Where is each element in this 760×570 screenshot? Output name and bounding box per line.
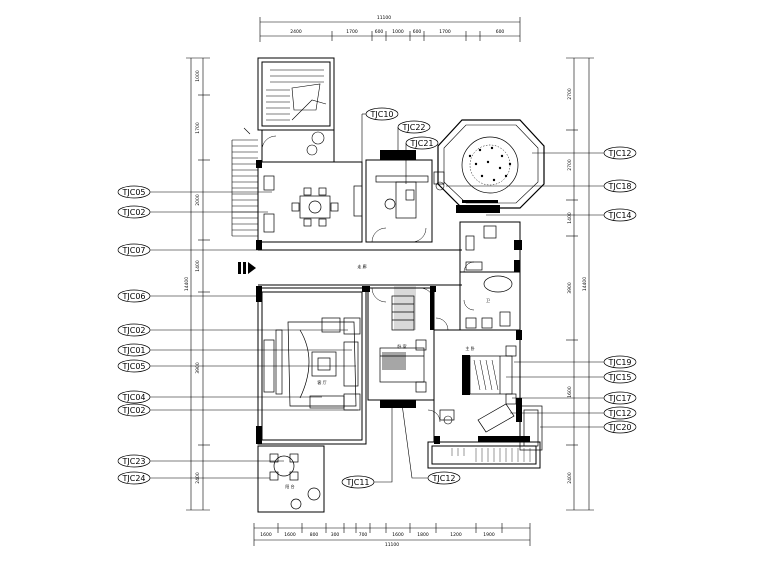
left-dimension-chain bbox=[186, 57, 210, 511]
room-label-bath: 卫 bbox=[486, 298, 490, 303]
right-dim: 2700 bbox=[567, 159, 573, 171]
balcony-rail-right bbox=[519, 405, 543, 451]
callout-tag: TJC20 bbox=[607, 423, 631, 432]
master-hatch bbox=[473, 359, 499, 391]
top-dim: 2400 bbox=[290, 29, 302, 35]
bottom-dim: 1200 bbox=[450, 532, 462, 538]
callout-tag: TJC04 bbox=[121, 393, 145, 402]
octagon-dots bbox=[468, 146, 512, 182]
top-dim: 1700 bbox=[346, 29, 358, 35]
callout-tag: TJC07 bbox=[121, 246, 145, 255]
left-dim: 1400 bbox=[195, 260, 201, 272]
room-label-living: 客 厅 bbox=[317, 379, 326, 385]
callout-tag: TJC02 bbox=[121, 406, 145, 415]
top-dimension-chain bbox=[259, 17, 521, 42]
right-dim: 1400 bbox=[567, 212, 573, 224]
callout-tag: TJC22 bbox=[401, 123, 425, 132]
bottom-dim: 800 bbox=[310, 532, 319, 538]
left-dim: 2000 bbox=[195, 194, 201, 206]
callout-tag: TJC24 bbox=[121, 474, 145, 483]
left-total-dim: 14400 bbox=[184, 277, 190, 291]
callout-tag: TJC18 bbox=[607, 182, 631, 191]
room-label-corridor: 走 廊 bbox=[357, 263, 366, 269]
left-dim: 3900 bbox=[195, 362, 201, 374]
right-total-dim: 14400 bbox=[582, 277, 588, 291]
left-dim: 1000 bbox=[195, 70, 201, 82]
bottom-dim: 1600 bbox=[260, 532, 272, 538]
top-total-dim: 11100 bbox=[377, 15, 391, 21]
callout-tag: TJC12 bbox=[607, 409, 631, 418]
callout-tag: TJC02 bbox=[121, 208, 145, 217]
right-dim: 1600 bbox=[567, 386, 573, 398]
dining-table bbox=[291, 187, 339, 227]
tower-stairs bbox=[266, 69, 327, 121]
callout-tag: TJC02 bbox=[121, 326, 145, 335]
living-furniture bbox=[263, 317, 361, 411]
bottom-dim: 1600 bbox=[284, 532, 296, 538]
right-dim: 2700 bbox=[567, 88, 573, 100]
terrace-furniture bbox=[269, 453, 321, 510]
exterior-stairs bbox=[231, 127, 258, 237]
bedroom-furniture bbox=[379, 295, 427, 393]
callout-tag: TJC14 bbox=[607, 211, 631, 220]
callout-tag: TJC12 bbox=[431, 474, 455, 483]
balcony-lattice bbox=[451, 448, 531, 462]
top-dim: 600 bbox=[413, 29, 422, 35]
bedroom-hatch bbox=[382, 352, 406, 370]
master-furniture bbox=[439, 345, 517, 433]
doors bbox=[261, 135, 475, 423]
bottom-dim: 1900 bbox=[483, 532, 495, 538]
callout-tag: TJC11 bbox=[345, 478, 369, 487]
callout-tag: TJC06 bbox=[121, 292, 145, 301]
right-dim: 3900 bbox=[567, 282, 573, 294]
room-label-bedroom: 卧 室 bbox=[397, 343, 406, 349]
bath-fixtures bbox=[465, 225, 513, 329]
callout-bubbles bbox=[117, 107, 637, 489]
room-label-master: 主 卧 bbox=[465, 345, 474, 351]
bottom-dim: 1800 bbox=[417, 532, 429, 538]
octagon-room bbox=[437, 119, 545, 209]
callout-tag: TJC05 bbox=[121, 188, 145, 197]
callout-tag: TJC05 bbox=[121, 362, 145, 371]
right-dimension-chain bbox=[566, 57, 594, 511]
entrance-arrow bbox=[238, 262, 256, 274]
bottom-dim: 300 bbox=[331, 532, 340, 538]
kitchen-fixtures bbox=[263, 171, 445, 233]
callout-leaders bbox=[150, 113, 604, 483]
room-label-balcony: 阳 台 bbox=[285, 483, 294, 489]
bottom-dimension-chain bbox=[253, 523, 531, 546]
callout-tag: TJC21 bbox=[409, 139, 433, 148]
top-dim: 1000 bbox=[392, 29, 404, 35]
dark-rails bbox=[384, 200, 530, 442]
callout-tag: TJC17 bbox=[607, 394, 631, 403]
bottom-dim: 700 bbox=[359, 532, 368, 538]
callout-tag: TJC10 bbox=[369, 110, 393, 119]
plants bbox=[306, 131, 453, 425]
callout-tag: TJC19 bbox=[607, 358, 631, 367]
callout-tag: TJC23 bbox=[121, 457, 145, 466]
callout-tag: TJC01 bbox=[121, 346, 145, 355]
callout-tag: TJC15 bbox=[607, 373, 631, 382]
right-dim: 2400 bbox=[567, 472, 573, 484]
top-dim: 1700 bbox=[439, 29, 451, 35]
bottom-dim: 1600 bbox=[392, 532, 404, 538]
top-dim: 600 bbox=[375, 29, 384, 35]
bottom-total-dim: 11100 bbox=[385, 542, 399, 548]
callout-tag: TJC12 bbox=[607, 149, 631, 158]
left-dim: 1700 bbox=[195, 122, 201, 134]
top-dim: 600 bbox=[496, 29, 505, 35]
